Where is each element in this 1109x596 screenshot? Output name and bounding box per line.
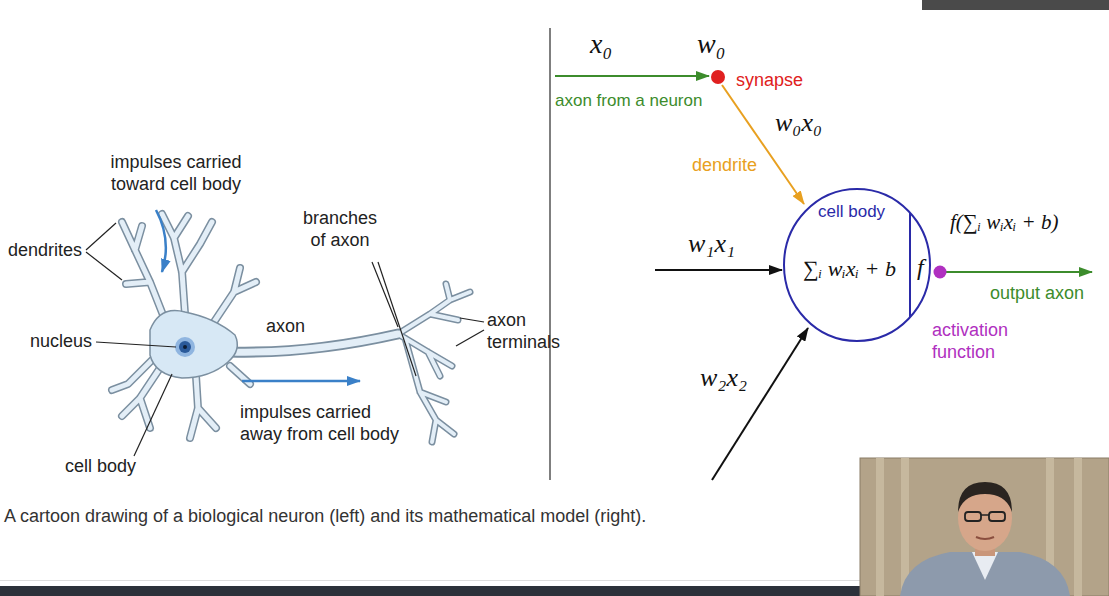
neuron-drawing: [175, 337, 195, 357]
leader-line: [378, 262, 416, 376]
dendrite-label: dendrite: [692, 155, 757, 177]
impulse-arrow: [156, 210, 166, 272]
sum-formula: ∑ᵢ wᵢxᵢ + b: [803, 256, 896, 282]
neuron-drawing: [398, 284, 470, 442]
input-label: axon from a neuron: [555, 91, 702, 111]
part-label: cell body: [65, 456, 136, 478]
webcam-image: [880, 458, 1078, 596]
signal-arrow: [722, 85, 804, 204]
leader-line: [456, 330, 484, 346]
divider: [549, 28, 551, 480]
webcam-image: [958, 482, 1012, 512]
part-label: impulses carried away from cell body: [240, 402, 410, 445]
part-label: axon terminals: [487, 310, 567, 353]
signal-arrow: [946, 271, 1092, 273]
leader-line: [96, 342, 176, 347]
top-bar: [922, 0, 1109, 10]
leader-line: [86, 223, 116, 250]
neuron-drawing: [183, 345, 187, 349]
webcam-image: [976, 537, 994, 539]
activation-label: activation function: [932, 320, 1037, 363]
neuron-drawing: [179, 341, 191, 353]
impulse-arrow: [242, 380, 360, 383]
webcam-image: [965, 512, 981, 521]
neuron-drawing: [230, 334, 398, 352]
part-label: axon: [266, 316, 305, 338]
math-label: x₀: [590, 28, 612, 60]
webcam-image: [860, 458, 1109, 596]
caption: A cartoon drawing of a biological neuron…: [4, 506, 646, 528]
part-label: impulses carried toward cell body: [101, 152, 251, 195]
webcam-image: [972, 552, 998, 580]
math-label: w₀: [697, 28, 725, 60]
webcam-image: [860, 458, 1109, 596]
leader-line: [86, 252, 122, 280]
synapse-label: synapse: [736, 70, 803, 92]
cell-body-outline: [784, 189, 930, 341]
part-label: branches of axon: [295, 208, 385, 251]
synapse-dot: [711, 70, 725, 84]
activation-dot: [934, 266, 947, 279]
neuron-drawing: [398, 284, 470, 442]
webcam-image: [989, 512, 1005, 521]
neuron-drawing: [150, 310, 237, 378]
signal-arrow: [555, 75, 709, 77]
signal-arrow: [555, 76, 1092, 480]
output-formula: f(∑ᵢ wᵢxᵢ + b): [950, 210, 1059, 234]
webcam-image: [900, 552, 1070, 596]
leader-line: [372, 262, 398, 327]
neuron-drawing: [112, 214, 256, 438]
math-label: w₀x₀: [775, 108, 822, 138]
neuron-drawing: [112, 214, 256, 438]
math-label: w₁x₁: [688, 229, 735, 259]
node-heading: cell body: [818, 202, 885, 222]
leader-line: [460, 318, 484, 322]
math-label: w₂x₂: [700, 363, 747, 393]
activation-dot: [934, 266, 947, 279]
divider: [550, 28, 551, 480]
signal-arrow: [655, 269, 782, 271]
webcam-image: [860, 458, 1109, 596]
leader-line: [134, 374, 172, 456]
signal-arrow: [712, 328, 808, 480]
part-label: nucleus: [30, 331, 92, 353]
leader-line: [86, 223, 484, 456]
top-bar: [922, 0, 1109, 10]
cell-body-circle: cell body ∑ᵢ wᵢxᵢ + b f: [782, 188, 932, 342]
webcam-image: [981, 514, 989, 516]
activation-symbol: f: [917, 253, 924, 282]
synapse-dot: [711, 70, 725, 84]
neuron-drawing: [230, 334, 398, 352]
output-label: output axon: [990, 283, 1084, 305]
part-label: dendrites: [8, 240, 82, 262]
activation-divider: [909, 213, 911, 317]
